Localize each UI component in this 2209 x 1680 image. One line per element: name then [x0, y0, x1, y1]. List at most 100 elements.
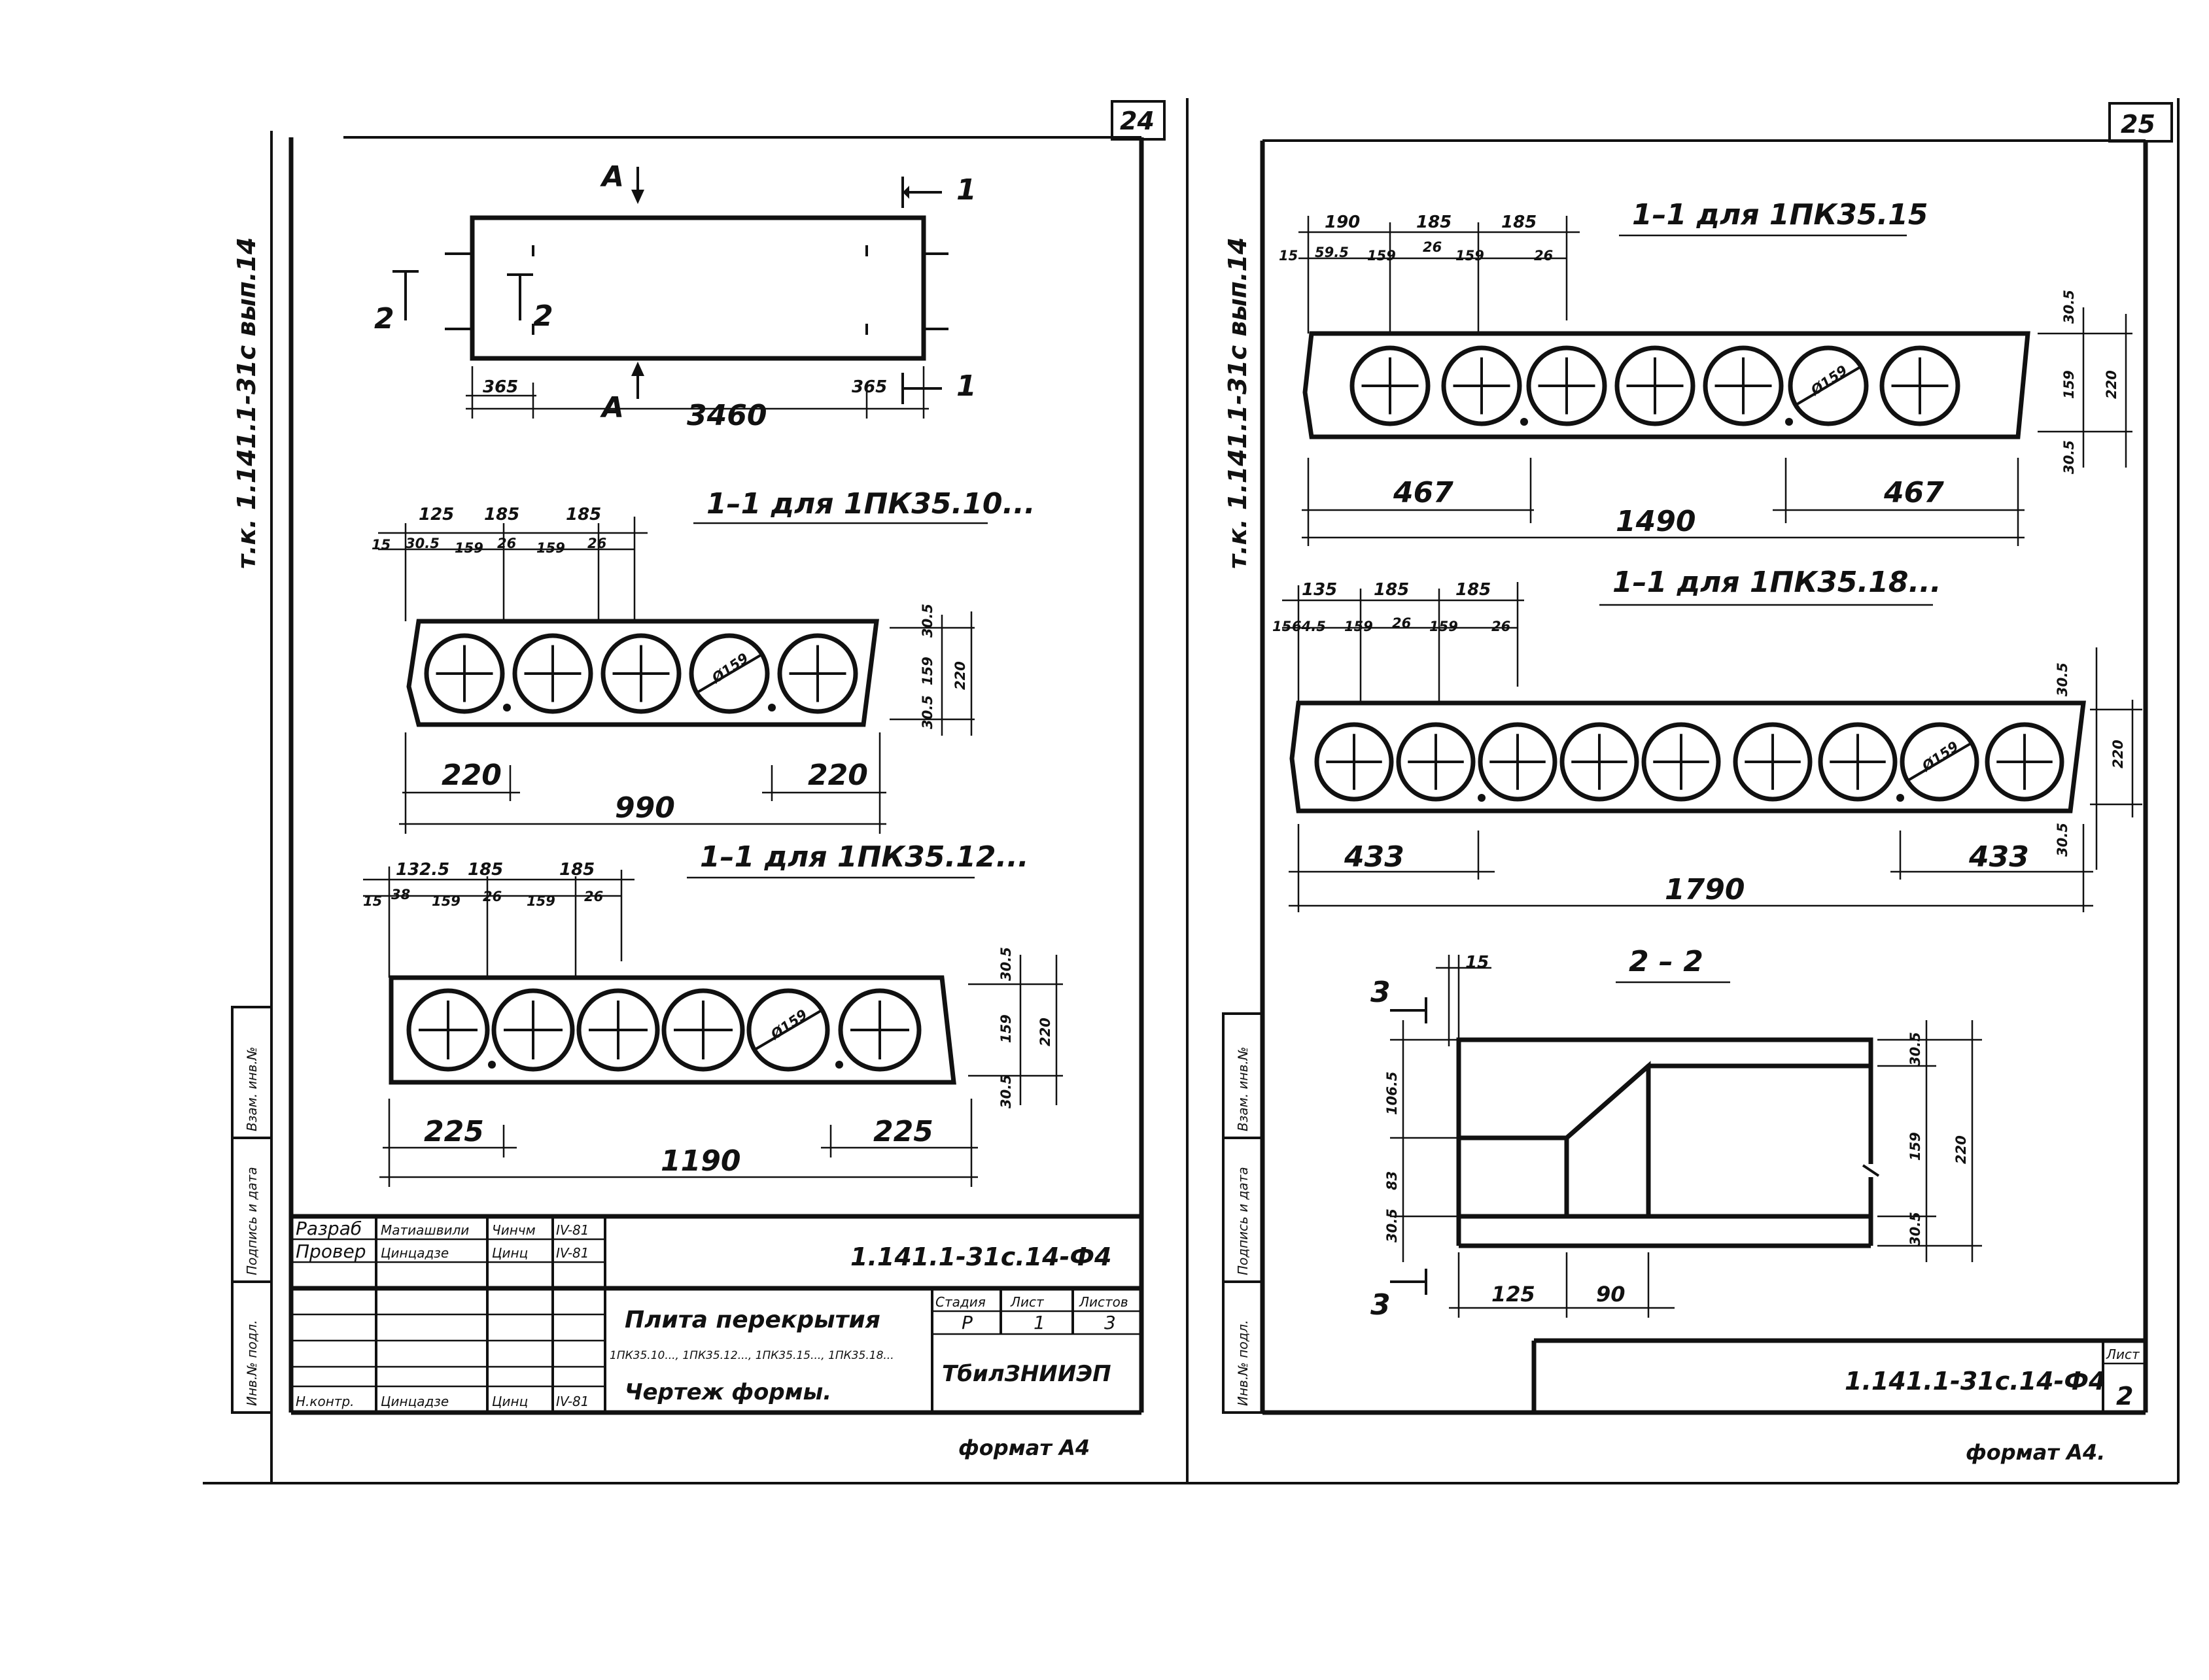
dim-bot-3: 26: [483, 889, 502, 904]
format-label-left: формат А4: [958, 1435, 1090, 1460]
sheet-number-left: 24: [1120, 107, 1155, 135]
void-hole: [1314, 722, 1394, 802]
dim-bot-1: 30.5: [406, 536, 440, 551]
void-hole: [1396, 722, 1476, 802]
tb-hdr-stage: Стадия: [935, 1294, 986, 1310]
hole-axis: [1795, 366, 1862, 406]
dim-bot-4: 159: [536, 540, 565, 556]
section-mark-3-top: 3: [1370, 976, 1391, 1009]
dim-bot-2: 159: [455, 540, 483, 556]
dim-right-1: 220: [2110, 740, 2126, 768]
dim-len-left: 225: [424, 1115, 484, 1148]
lifting-loop-mark: [835, 1061, 843, 1069]
hole-axis: [754, 1009, 823, 1051]
tb-sheet: 1: [1034, 1312, 1045, 1333]
hole-axis: [1907, 742, 1972, 782]
section-mark-a-top: А: [600, 160, 624, 194]
dim-left-1: 83: [1384, 1171, 1400, 1190]
tb-hdr-sheets: Листов: [1079, 1294, 1128, 1310]
section-2-2: 2 – 2 3 3 15: [1370, 945, 1982, 1322]
lifting-loop-mark: [1785, 418, 1793, 426]
dim-top-2: 185: [559, 860, 595, 880]
void-hole: [1614, 345, 1696, 426]
dim-top-1: 185: [1416, 213, 1452, 232]
dim-top-0: 125: [419, 505, 454, 524]
void-hole: [1788, 345, 1869, 426]
dim-bot-5: 26: [1491, 619, 1510, 634]
dim-right-3: 30.5: [1907, 1212, 1923, 1246]
stamp-podpis-right: Подпись и дата: [1235, 1167, 1251, 1275]
plan-dim-365-left: 365: [483, 377, 518, 397]
void-hole: [576, 988, 660, 1072]
dim-right-0: 30.5: [998, 947, 1014, 981]
tb-role-0: Разраб: [296, 1218, 362, 1239]
tb-org: ТбилЗНИИЭП: [942, 1361, 1111, 1387]
dim-len-right: 467: [1883, 476, 1944, 509]
void-hole: [1818, 722, 1898, 802]
dim-len-left: 467: [1393, 476, 1453, 509]
tb-code: 1.141.1-31с.14-Ф4: [850, 1243, 1111, 1271]
dim-len-left: 220: [442, 759, 502, 792]
plan-dim-3460: 3460: [687, 399, 767, 432]
dim-right-2: 220: [952, 661, 968, 690]
dim-top-0: 190: [1325, 213, 1360, 232]
dim-15: 15: [1465, 953, 1489, 972]
diameter-label: Ø159: [1807, 362, 1850, 399]
void-holes: Ø159: [424, 633, 858, 714]
lifting-loop-mark: [1896, 794, 1904, 802]
section-1pk35-10: 1–1 для 1ПК35.10... Ø159 125 185 185 15 …: [372, 487, 1035, 834]
dim-len-total: 1190: [661, 1144, 740, 1178]
dim-top-2: 185: [1455, 580, 1491, 600]
dim-bot-2: 159: [432, 893, 461, 909]
section-mark-1-bottom: 1: [956, 369, 977, 403]
section-title: 2 – 2: [1629, 945, 1703, 978]
dim-right-0: 30.5: [920, 604, 935, 638]
dim-len-left: 433: [1344, 840, 1404, 874]
void-hole: [1478, 722, 1557, 802]
void-hole: [1441, 345, 1522, 426]
tb-role-2: Н.контр.: [296, 1394, 355, 1409]
void-hole: [1985, 722, 2064, 802]
stamp-inv-podl-right: Инв.№ подл.: [1235, 1320, 1251, 1406]
series-label-left: т.к. 1.141.1-31с вып.14: [232, 237, 261, 569]
dim-right-2: 220: [2104, 370, 2119, 399]
dim-bot-5: 26: [587, 536, 606, 551]
void-hole: [1879, 345, 1960, 426]
tb-hdr-sheet-right: Лист: [2106, 1346, 2140, 1362]
dim-top-1: 185: [484, 505, 519, 524]
section-title: 1–1 для 1ПК35.15: [1632, 198, 1928, 231]
dim-right-3: 30.5: [2061, 440, 2077, 474]
section-mark-2-inner: 2: [533, 300, 553, 333]
diameter-label: Ø159: [767, 1006, 810, 1043]
dim-right-2: 220: [1037, 1018, 1053, 1046]
plan-dim-365-right: 365: [852, 377, 887, 397]
dim-bot-2: 159: [1367, 248, 1396, 264]
tb-name-2: Цинцадзе: [381, 1394, 449, 1409]
dim-len-right: 225: [873, 1115, 933, 1148]
dim-right-3: 30.5: [998, 1074, 1014, 1108]
dim-len-right: 220: [808, 759, 868, 792]
dim-bot-0: 15: [372, 537, 391, 553]
dim-bot-1: 90: [1596, 1282, 1626, 1307]
void-hole: [1703, 345, 1784, 426]
void-hole: [777, 633, 858, 714]
dim-right-1: 159: [1907, 1132, 1923, 1161]
lifting-loop-mark: [768, 704, 776, 711]
tb-name-0: Матиашвили: [381, 1222, 469, 1238]
format-label-right: формат А4.: [1966, 1440, 2105, 1465]
dim-bot-3: 26: [497, 536, 516, 551]
sheet-right: 25 т.к. 1.141.1-31с вып.14 Инв.№ подл. П…: [1187, 98, 2180, 1484]
void-hole: [1559, 722, 1639, 802]
dim-top-0: 135: [1302, 580, 1337, 600]
dim-right-0: 30.5: [1907, 1032, 1923, 1066]
tb-name-line2: 1ПК35.10..., 1ПК35.12..., 1ПК35.15..., 1…: [610, 1349, 894, 1362]
section-mark-a-bottom: А: [600, 391, 624, 424]
tb-sign-2: Цинц: [492, 1394, 528, 1409]
void-hole: [689, 633, 770, 714]
sheet-number-right: 25: [2121, 110, 2155, 139]
lifting-loop-mark: [488, 1061, 496, 1069]
stamp-podpis-left: Подпись и дата: [244, 1167, 260, 1275]
dim-len-right: 433: [1968, 840, 2029, 874]
dim-right-2: 220: [1953, 1135, 1969, 1164]
void-hole: [600, 633, 682, 714]
